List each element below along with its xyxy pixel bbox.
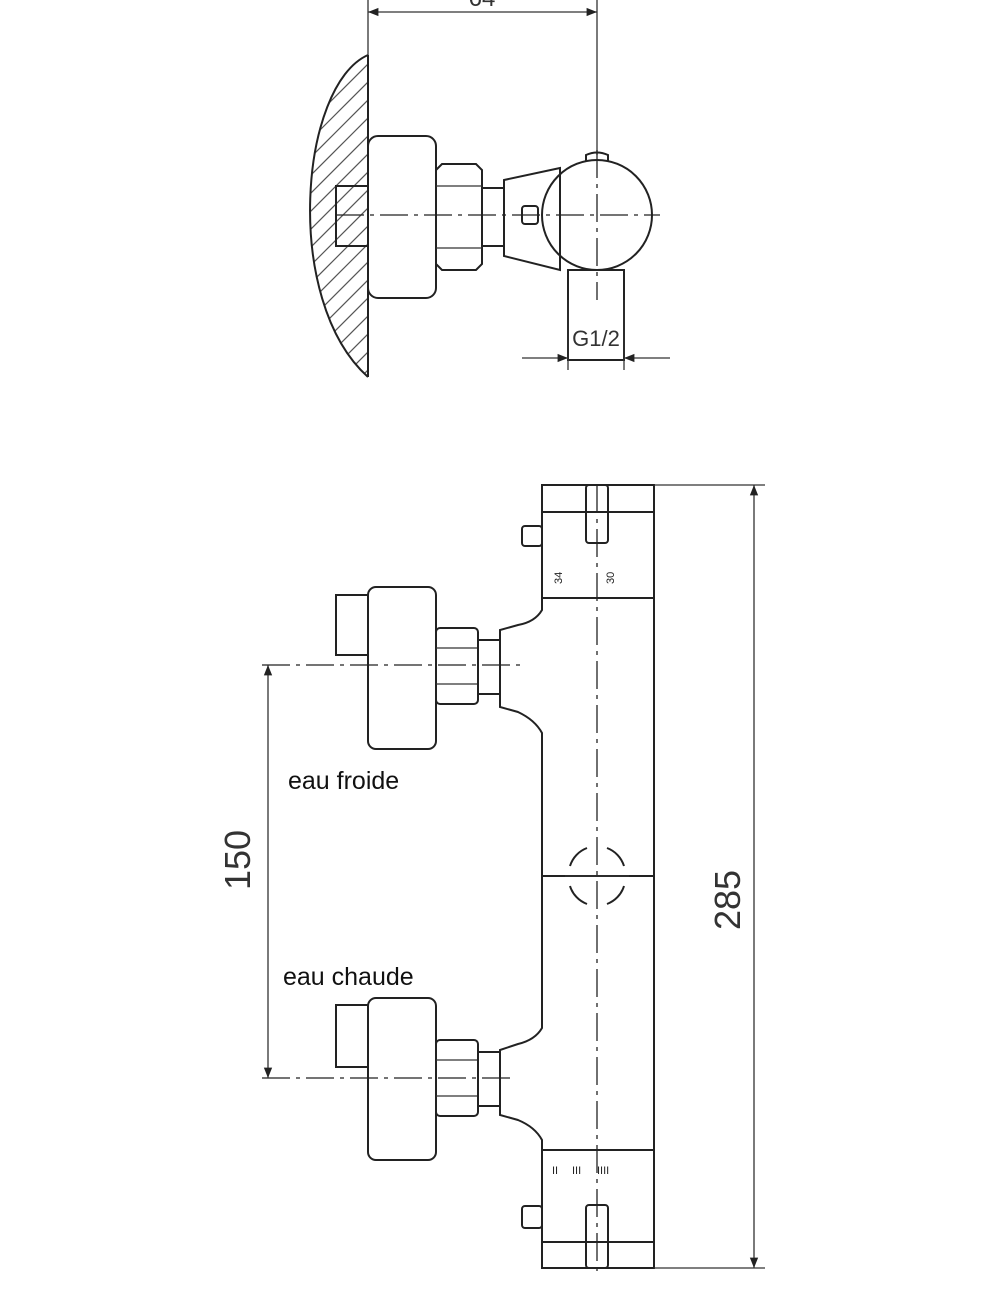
top-small-knob	[521, 525, 543, 547]
bottom-small-knob	[521, 1205, 543, 1229]
spacing-label: 150	[217, 830, 258, 890]
top-dimension-label: 64	[469, 0, 496, 12]
front-view: 34 30 II III IIII	[217, 484, 765, 1275]
spacing-dimension: 150	[217, 665, 273, 1078]
bottom-mark-2: III	[572, 1165, 581, 1177]
thread-label: G1/2	[572, 326, 620, 351]
hot-water-label: eau chaude	[283, 963, 414, 991]
side-nut	[435, 163, 483, 271]
thermostat-body	[499, 597, 655, 1151]
side-escutcheon	[367, 135, 437, 299]
cold-water-inlet	[262, 586, 522, 750]
hot-water-inlet	[262, 997, 510, 1161]
bottom-handle: II III IIII	[521, 1149, 655, 1269]
side-union	[481, 187, 505, 247]
height-dimension: 285	[654, 484, 765, 1269]
wall-section	[309, 54, 369, 378]
height-label: 285	[707, 870, 748, 930]
cold-water-label: eau froide	[288, 767, 399, 795]
top-dimension: 64	[367, 0, 598, 155]
top-handle: 34 30	[521, 484, 655, 599]
top-mark-1: 34	[553, 572, 565, 584]
thread-dimension: G1/2	[522, 300, 670, 370]
bottom-mark-3: IIII	[597, 1165, 609, 1177]
bottom-mark-1: II	[552, 1165, 558, 1177]
centre-mark	[565, 847, 629, 905]
side-view: 64 G1/2	[309, 0, 670, 378]
side-body-neck	[503, 166, 561, 272]
top-mark-2: 30	[605, 572, 617, 584]
